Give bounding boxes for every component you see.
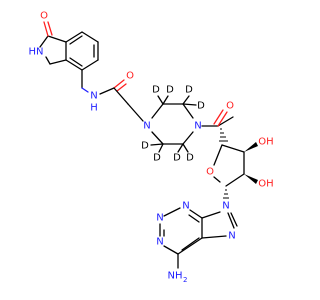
bond — [47, 35, 67, 43]
atom-deuterium: D — [186, 153, 194, 164]
bond — [225, 173, 245, 187]
atom-nitrogen: N — [90, 91, 97, 102]
bond — [69, 57, 83, 67]
atom-hydroxyl: OH — [258, 179, 273, 190]
atom-nitrogen: N — [143, 121, 150, 132]
bond — [182, 95, 190, 105]
bond — [163, 245, 179, 255]
atom-labels: O HN N H O N N D D D D D D D D O O OH OH… — [29, 11, 274, 285]
bond — [39, 35, 49, 48]
bond — [213, 109, 224, 125]
bond — [157, 95, 164, 105]
bond — [177, 143, 184, 153]
atom-deuterium: D — [197, 101, 205, 112]
atom-deuterium: D — [173, 153, 181, 164]
bond — [65, 31, 83, 43]
bond — [65, 59, 83, 71]
bond — [189, 209, 203, 219]
atom-nitrogen: N — [194, 121, 201, 132]
bond — [151, 103, 164, 119]
atom-amino-subscript: 2 — [183, 276, 187, 284]
bond — [163, 207, 181, 217]
bond — [213, 176, 221, 183]
bond — [45, 56, 51, 65]
atom-hydroxyl: OH — [258, 137, 273, 148]
bond — [181, 237, 200, 251]
bond — [213, 144, 223, 166]
bond — [81, 59, 99, 71]
atom-nitrogen: N — [228, 231, 235, 242]
bond — [182, 143, 189, 153]
bond — [162, 95, 169, 105]
bond — [201, 235, 227, 239]
atom-hydrogen: H — [90, 103, 98, 114]
bond — [182, 131, 194, 145]
atom-nitrogen: N — [156, 237, 163, 248]
atom-nitrogen: N — [156, 213, 163, 224]
bond — [99, 87, 115, 95]
bond — [188, 214, 200, 223]
bond — [221, 144, 245, 153]
atom-oxygen: O — [40, 11, 48, 22]
stereo-wedge — [244, 174, 258, 184]
bond — [69, 35, 83, 45]
bond — [81, 31, 99, 43]
bond — [217, 111, 228, 127]
atom-deuterium: D — [166, 85, 174, 96]
atom-deuterium: D — [185, 85, 193, 96]
atom-nitrogen: N — [222, 201, 229, 212]
atom-deuterium: D — [152, 85, 160, 96]
bond — [182, 103, 197, 106]
bond — [43, 21, 49, 37]
bond — [113, 87, 129, 105]
atom-oxygen: O — [126, 71, 134, 82]
bond — [158, 143, 164, 153]
stereo-wedge — [244, 142, 258, 152]
atom-nitrogen: HN — [29, 47, 44, 58]
atom-oxygen: O — [206, 167, 214, 178]
bond — [47, 21, 53, 36]
bond — [81, 87, 89, 93]
atom-deuterium: D — [153, 153, 161, 164]
bond — [116, 83, 127, 92]
bond — [177, 237, 203, 255]
chemical-structure-diagram: O HN N H O N N D D D D D D D D O O OH OH… — [29, 11, 274, 285]
bond — [201, 211, 221, 219]
atom-oxygen: O — [226, 101, 234, 112]
bond — [127, 103, 144, 122]
bond — [227, 212, 235, 229]
bond — [182, 103, 194, 119]
bonds — [39, 21, 258, 269]
bond — [217, 116, 234, 127]
bond — [151, 131, 164, 145]
atom-amino: NH — [168, 271, 183, 282]
bond — [49, 59, 67, 65]
bond — [150, 143, 164, 146]
atom-nitrogen: N — [182, 201, 189, 212]
bond — [113, 79, 125, 89]
bond — [230, 212, 238, 227]
atom-deuterium: D — [141, 141, 149, 152]
